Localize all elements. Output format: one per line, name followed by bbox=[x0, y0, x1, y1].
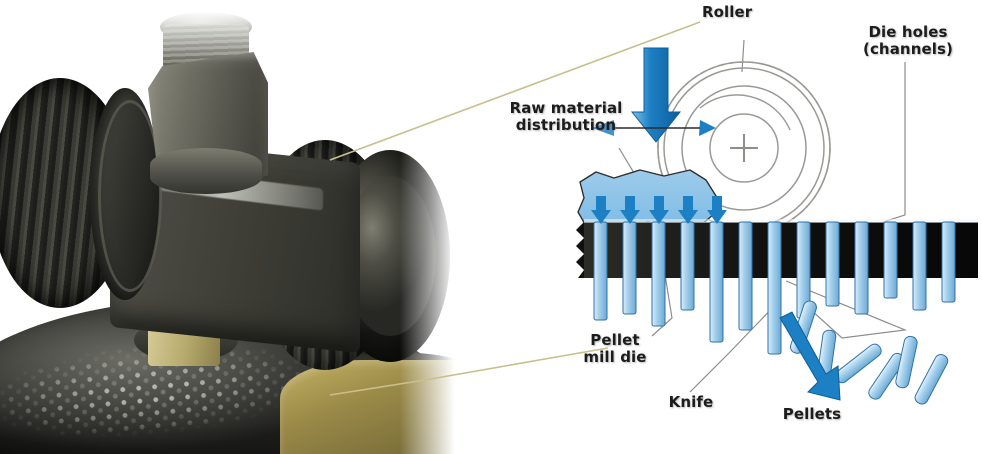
photo-top-fade bbox=[0, 0, 470, 62]
small-feed-arrows bbox=[591, 196, 727, 224]
rotation-arrow-head bbox=[699, 120, 716, 136]
callout-roller bbox=[741, 39, 745, 73]
leader-line-pellet-mill-die bbox=[329, 347, 609, 396]
photo-hex-collar bbox=[150, 148, 262, 194]
rotation-arc bbox=[699, 94, 791, 131]
callout-pellet-mill-die bbox=[651, 261, 673, 337]
label-die-holes: Die holes (channels) bbox=[862, 23, 953, 58]
label-pellets: Pellets bbox=[782, 405, 842, 423]
leader-line-roller bbox=[329, 21, 701, 161]
callout-die-holes bbox=[839, 62, 906, 237]
pellets-flow-arrow bbox=[779, 311, 841, 401]
label-roller: Roller bbox=[702, 3, 753, 21]
callout-knife bbox=[689, 299, 781, 393]
leader-lines bbox=[329, 21, 701, 396]
roller-center-crosshair bbox=[730, 134, 758, 162]
photo-left-roller-ring bbox=[98, 100, 162, 292]
feed-arrow-down bbox=[630, 47, 682, 143]
falling-pellets bbox=[790, 300, 949, 405]
feed-direction-pointer bbox=[592, 120, 700, 136]
callout-knife-bracket bbox=[785, 280, 908, 339]
label-raw-material-distribution: Raw material distribution bbox=[509, 99, 623, 134]
pellet-mill-photograph bbox=[0, 0, 470, 454]
label-pellet-mill-die: Pellet mill die bbox=[583, 331, 647, 366]
label-knife: Knife bbox=[668, 393, 714, 411]
